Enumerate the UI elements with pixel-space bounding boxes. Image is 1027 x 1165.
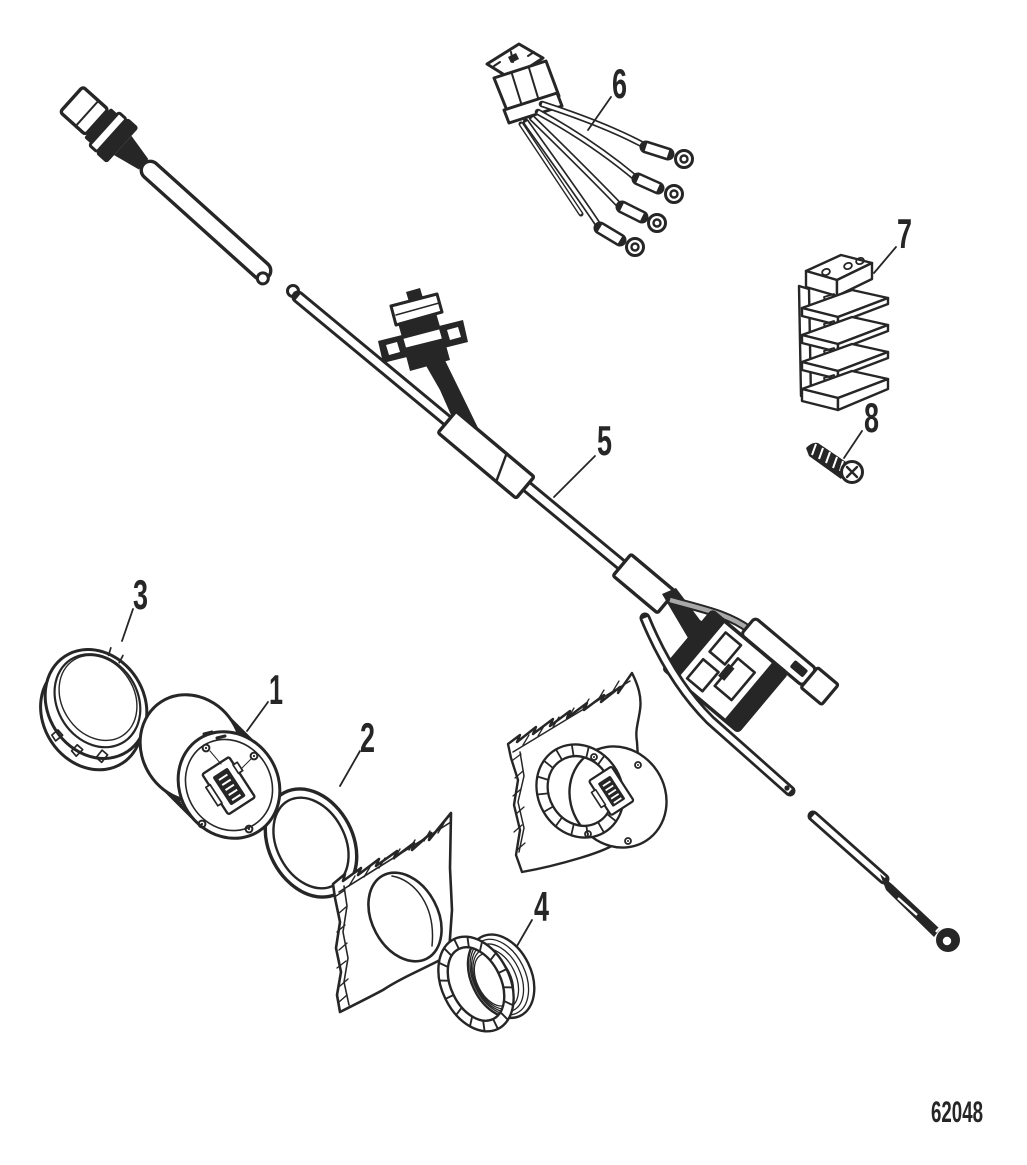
torn-edge-hatching-top: [348, 822, 445, 887]
leader-line-8: [843, 430, 863, 459]
leader-line-2: [339, 750, 361, 787]
wires: [518, 100, 651, 233]
callout-6: 6: [612, 60, 627, 107]
leader-line-5: [553, 455, 596, 498]
harness-top-plug: [59, 86, 273, 286]
callout-8: 8: [864, 394, 879, 441]
nut-ribs: [437, 935, 515, 1033]
bezel-slots: [50, 647, 124, 764]
callout-2: 2: [360, 714, 375, 761]
rear-screw-holes: [197, 743, 259, 834]
leader-line-6: [587, 96, 612, 131]
torn-edge-hatching-top: [522, 680, 620, 746]
cable-sleeve: [437, 410, 536, 500]
screw-8: [806, 442, 864, 484]
ground-lead: [807, 810, 960, 952]
harness-plug-block: [663, 610, 788, 733]
leader-line-3: [121, 608, 134, 642]
bullet-connector: [740, 617, 840, 706]
leader-line-1: [246, 701, 269, 732]
assembled-gauge: [535, 743, 668, 849]
callout-5: 5: [597, 417, 612, 464]
branch-connector: [378, 288, 480, 440]
ring-terminals: [593, 140, 694, 257]
torn-edge-hatching-left: [512, 753, 526, 851]
panel-hole: [367, 871, 443, 963]
callout-1: 1: [269, 666, 283, 713]
gauge-rear-connector: [201, 756, 256, 815]
rear-screw-holes: [584, 753, 642, 845]
gauge-rear-connector: [588, 765, 635, 816]
terminal-slab: [800, 369, 890, 412]
gauge-1: [138, 693, 282, 840]
leader-lines: [121, 96, 897, 947]
panel-with-hole: [331, 811, 454, 1014]
leader-line-4: [516, 919, 533, 947]
cable-sleeve: [612, 553, 677, 614]
callout-3: 3: [133, 571, 148, 618]
terminal-stack-7: [797, 253, 890, 412]
connector-6: [485, 42, 694, 257]
rim-marks: [202, 730, 227, 740]
drawing-number: 62048: [931, 1096, 983, 1129]
wire-tip: [784, 785, 790, 791]
torn-edge-hatching-left: [335, 889, 349, 1003]
mounting-nut-4: [437, 933, 536, 1033]
harness-5: [59, 86, 960, 952]
callout-4: 4: [534, 883, 549, 930]
bezel-3: [39, 647, 149, 772]
callout-7: 7: [897, 210, 912, 257]
leader-line-7: [873, 246, 897, 274]
